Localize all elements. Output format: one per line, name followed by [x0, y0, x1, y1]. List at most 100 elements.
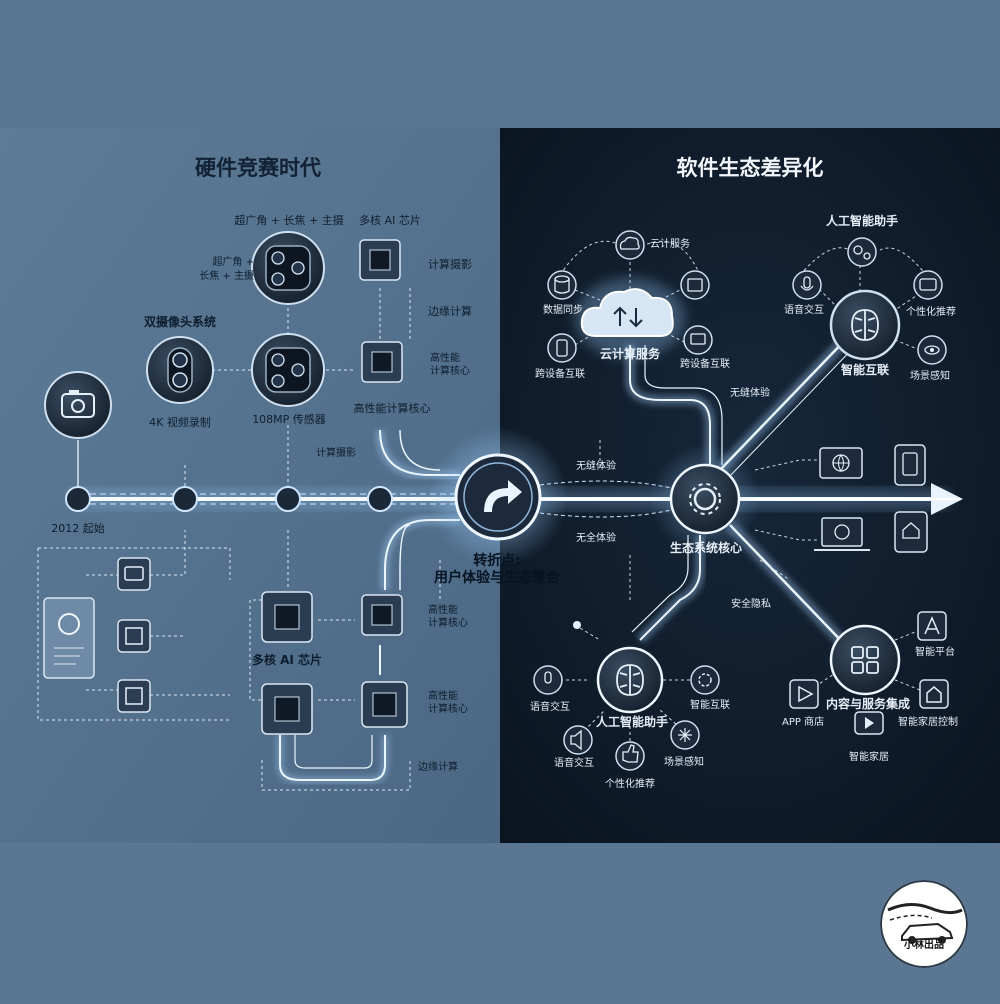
label-hp-core-side-3b: 计算核心: [428, 704, 468, 715]
timeline-nodes: [65, 486, 393, 512]
label-voice-top: 语音交互: [784, 305, 824, 316]
label-smart-platform: 智能平台: [915, 647, 955, 658]
thumbs-up-icon: [622, 744, 639, 763]
left-title: 硬件竞赛时代: [195, 156, 321, 180]
phone-icon: [902, 452, 918, 476]
label-personalized-bottom: 个性化推荐: [605, 779, 655, 790]
camera-icon: [124, 566, 144, 581]
cross-device-node-1: [547, 333, 577, 363]
watermark-logo: [880, 880, 968, 968]
small-chip-box-2: [117, 679, 151, 713]
home-icon: [926, 686, 942, 703]
label-video-4k: 4K 视频录制: [149, 416, 211, 429]
label-eco-core: 生态系统核心: [669, 541, 743, 555]
mic-icon: [803, 276, 811, 289]
lens-icon: [271, 251, 285, 265]
lock-small-node: [573, 621, 581, 629]
voice-bottom-node: [533, 665, 563, 695]
smart-connect-bottom-node: [690, 665, 720, 695]
personalized-top-node: [913, 270, 943, 300]
label-app-store: APP 商店: [782, 717, 825, 728]
left-panel: [0, 128, 500, 843]
label-cross-device-2: 跨设备互联: [680, 359, 730, 370]
ai-assistant-top-node: [847, 237, 877, 267]
camera-icon: [61, 390, 95, 418]
brain-icon: [616, 664, 644, 696]
ai-assistant-bottom-node: [596, 646, 664, 714]
smart-connect-node: [829, 289, 901, 361]
label-top-camera-side-1: 超广角 +: [212, 257, 254, 268]
label-dual-camera: 双摄像头系统: [143, 315, 217, 329]
chat-icon: [919, 278, 937, 291]
chip-multicore-top: [359, 239, 401, 281]
label-compute-photo-2: 计算摄影: [316, 448, 356, 459]
lens-icon: [271, 353, 285, 367]
app-store-node: [789, 679, 819, 709]
label-cloud-service-small: 云计服务: [650, 239, 690, 250]
voice-top-node: [792, 270, 822, 300]
network-icon: [678, 728, 692, 742]
content-service-node: [829, 624, 901, 696]
gear-icon: [689, 483, 721, 515]
label-smart-home-control: 智能家居控制: [898, 717, 958, 728]
chip-hp-core: [361, 341, 403, 383]
triple-camera-sensor: [251, 333, 325, 407]
label-edge-compute-2: 边缘计算: [418, 762, 458, 773]
device-laptop: [814, 517, 870, 551]
label-start-2012: 2012 起始: [51, 522, 105, 535]
label-cloud-compute: 云计算服务: [599, 347, 661, 361]
timeline-node-dual-camera: [172, 486, 198, 512]
eye-icon: [924, 345, 940, 355]
label-smart-connect: 智能互联: [840, 363, 890, 377]
chip-icon: [371, 351, 393, 373]
arrow-turn-icon: [484, 480, 522, 512]
chip-icon: [274, 604, 300, 630]
video-icon: [865, 717, 874, 729]
sync-node: [680, 270, 710, 300]
turning-point-line1: 转折点:: [473, 553, 521, 569]
chip-hp-core-2: [361, 594, 403, 636]
smart-home-control-node: [919, 679, 949, 709]
chip-icon: [125, 627, 143, 645]
globe-icon: [834, 524, 850, 540]
label-scene-bottom: 场景感知: [664, 757, 704, 768]
lens-icon: [271, 272, 285, 286]
cloud-icon: [580, 288, 674, 337]
scene-bottom-node: [670, 720, 700, 750]
turning-point-node: [428, 427, 568, 567]
label-seamless-upper: 无缝体验: [576, 461, 616, 472]
right-glow-pipes: [539, 330, 960, 655]
left-glow-pipes: [276, 429, 460, 784]
camera-lens-icon: [58, 613, 80, 635]
label-data-sync: 数据同步: [543, 305, 583, 316]
label-ai-assistant-bottom: 人工智能助手: [595, 715, 669, 729]
turning-point-line2: 用户体验与生态整合: [434, 570, 560, 586]
timeline-node-core: [367, 486, 393, 512]
dual-camera-node: [146, 336, 214, 404]
speaker-icon: [570, 729, 582, 751]
home-icon: [902, 522, 920, 539]
label-hp-core-side-2a: 高性能: [428, 605, 458, 616]
right-title: 软件生态差异化: [676, 156, 824, 180]
label-personalized-top: 个性化推荐: [906, 307, 956, 318]
scene-top-node: [917, 335, 947, 365]
download-icon: [629, 308, 643, 328]
label-hp-core-side-3a: 高性能: [428, 691, 458, 702]
play-icon: [798, 685, 814, 703]
mic-icon: [544, 671, 552, 684]
label-hp-core-side-1b: 计算核心: [430, 366, 470, 377]
chip-icon: [371, 604, 393, 626]
label-sensor-108: 108MP 传感器: [252, 413, 326, 426]
chip-hp-core-3: [361, 681, 408, 728]
label-edge-compute-1: 边缘计算: [428, 305, 472, 318]
brain-icon: [851, 309, 879, 341]
label-smart-home: 智能家居: [849, 752, 889, 763]
label-compute-photo-1: 计算摄影: [428, 258, 472, 271]
chip-icon: [125, 687, 143, 705]
device-phone: [894, 444, 926, 486]
chip-icon: [274, 696, 300, 722]
car-road-icon: [887, 903, 963, 944]
turning-point-label: 转折点: 用户体验与生态整合: [434, 553, 560, 587]
app-store-icon: [924, 616, 940, 635]
